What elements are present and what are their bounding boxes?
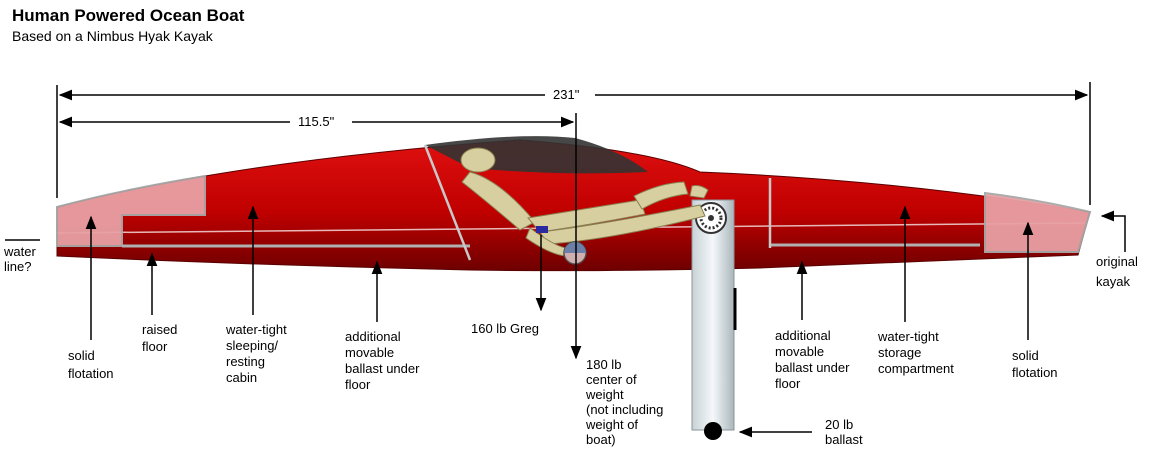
label-ballast-left: additional movable ballast under floor [345,329,423,392]
label-line: 180 lb [586,357,621,372]
label-solid-flotation-left: solid flotation [68,348,114,381]
mannequin-figure [460,147,709,257]
label-line: additional [775,328,831,343]
label-line: movable [775,344,824,359]
label-ballast-20: 20 lb ballast [825,417,863,447]
label-ballast-right: additional movable ballast under floor [775,328,853,391]
label-line: water-tight [877,329,939,344]
label-line: line? [4,259,31,274]
label-line: solid [1012,348,1039,363]
label-line: floor [345,377,371,392]
label-greg: 160 lb Greg [471,321,539,336]
label-line: center of [586,372,637,387]
label-line: raised [142,322,177,337]
label-cabin: water-tight sleeping/ resting cabin [225,322,290,385]
label-line: sleeping/ [226,338,278,353]
seat-marker [536,226,548,233]
label-center-weight: 180 lb center of weight (not including w… [585,357,667,447]
label-line: additional [345,329,401,344]
label-line: movable [345,345,394,360]
label-line: flotation [1012,365,1058,380]
label-solid-flotation-right: solid flotation [1012,348,1058,380]
label-line: water-tight [225,322,287,337]
center-of-weight-icon [563,241,587,265]
drive-column [691,199,735,431]
label-line: original [1096,254,1138,269]
label-line: 20 lb [825,417,853,432]
label-line: ballast [825,432,863,447]
label-line: solid [68,348,95,363]
label-line: kayak [1096,274,1130,289]
label-line: boat) [586,432,616,447]
label-line: 160 lb Greg [471,321,539,336]
label-line: water [3,244,36,259]
dim-half-label: 115.5" [298,114,335,129]
label-line: ballast under [345,361,420,376]
label-line: weight of [585,417,638,432]
label-line: (not including [586,402,663,417]
page-subtitle: Based on a Nimbus Hyak Kayak [12,28,213,44]
label-line: floor [142,339,168,354]
label-raised-floor: raised floor [142,322,181,354]
label-line: weight [585,387,624,402]
label-storage: water-tight storage compartment [877,329,954,376]
cabin-bulkhead [423,144,472,261]
label-water-line: water line? [3,244,39,274]
label-original-kayak: original kayak [1096,254,1142,289]
dim-overall-label: 231" [553,87,580,102]
ballast-weight [704,422,722,440]
label-line: floor [775,376,801,391]
label-line: flotation [68,366,114,381]
flotation-stern [984,191,1092,253]
arrow-original-kayak [1100,210,1126,252]
page-title: Human Powered Ocean Boat [12,6,245,25]
label-line: storage [878,345,921,360]
label-line: compartment [878,361,954,376]
label-line: ballast under [775,360,850,375]
label-line: resting [226,354,265,369]
label-line: cabin [226,370,257,385]
